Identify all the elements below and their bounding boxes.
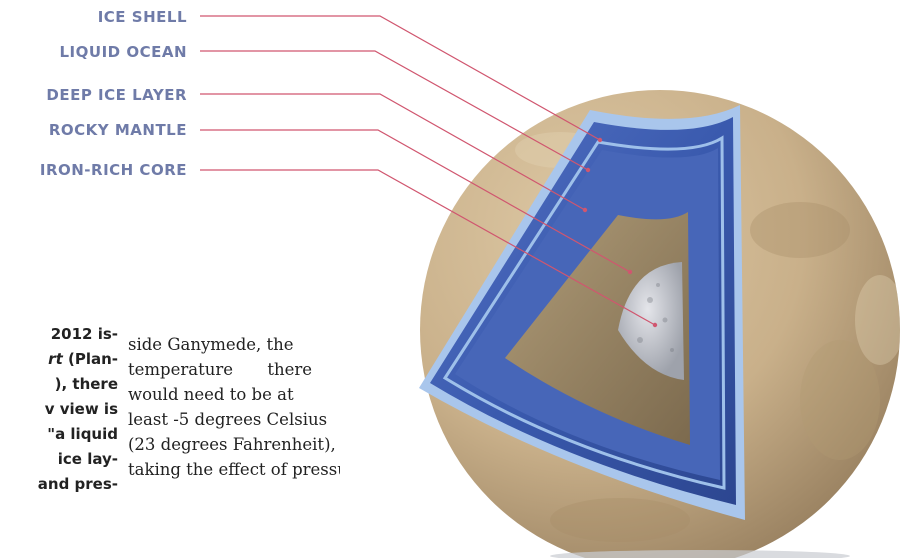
left-text-line: ), there bbox=[0, 372, 118, 397]
leader-dot-ice-shell bbox=[598, 138, 602, 142]
left-text-line: 2012 is- bbox=[0, 322, 118, 347]
body-text-word: temperature bbox=[128, 357, 233, 382]
body-text-line: taking the effect of pressure bbox=[128, 457, 340, 482]
label-iron-rich-core: IRON-RICH CORE bbox=[40, 161, 187, 179]
left-text-line: ice lay- bbox=[0, 447, 118, 472]
left-text-rest: (Plan- bbox=[63, 350, 118, 368]
leader-dot-liquid-ocean bbox=[586, 168, 590, 172]
body-text-line: side Ganymede, the bbox=[128, 332, 340, 357]
leader-line-ice-shell bbox=[200, 16, 600, 140]
label-liquid-ocean: LIQUID OCEAN bbox=[60, 43, 188, 61]
leader-dot-iron-rich-core bbox=[653, 323, 657, 327]
left-text-line: rt (Plan- bbox=[0, 347, 118, 372]
left-text-line: and pres- bbox=[0, 472, 118, 497]
body-text-line: temperature there bbox=[128, 357, 340, 382]
leader-dot-deep-ice-layer bbox=[583, 208, 587, 212]
left-text-line: "a liquid bbox=[0, 422, 118, 447]
body-text-word: there bbox=[267, 357, 340, 382]
left-text-line: v view is bbox=[0, 397, 118, 422]
label-deep-ice-layer: DEEP ICE LAYER bbox=[46, 86, 187, 104]
label-rocky-mantle: ROCKY MANTLE bbox=[49, 121, 187, 139]
label-ice-shell: ICE SHELL bbox=[98, 8, 187, 26]
body-text-line: (23 degrees Fahrenheit), bbox=[128, 432, 340, 457]
left-text-column: 2012 is- rt (Plan- ), there v view is "a… bbox=[0, 322, 118, 558]
left-text-italic: rt bbox=[48, 350, 63, 368]
body-text-column: side Ganymede, the temperature there woul… bbox=[128, 332, 340, 558]
leader-dot-rocky-mantle bbox=[628, 270, 632, 274]
body-text-line: least -5 degrees Celsius bbox=[128, 407, 340, 432]
body-text-line: would need to be at bbox=[128, 382, 340, 407]
